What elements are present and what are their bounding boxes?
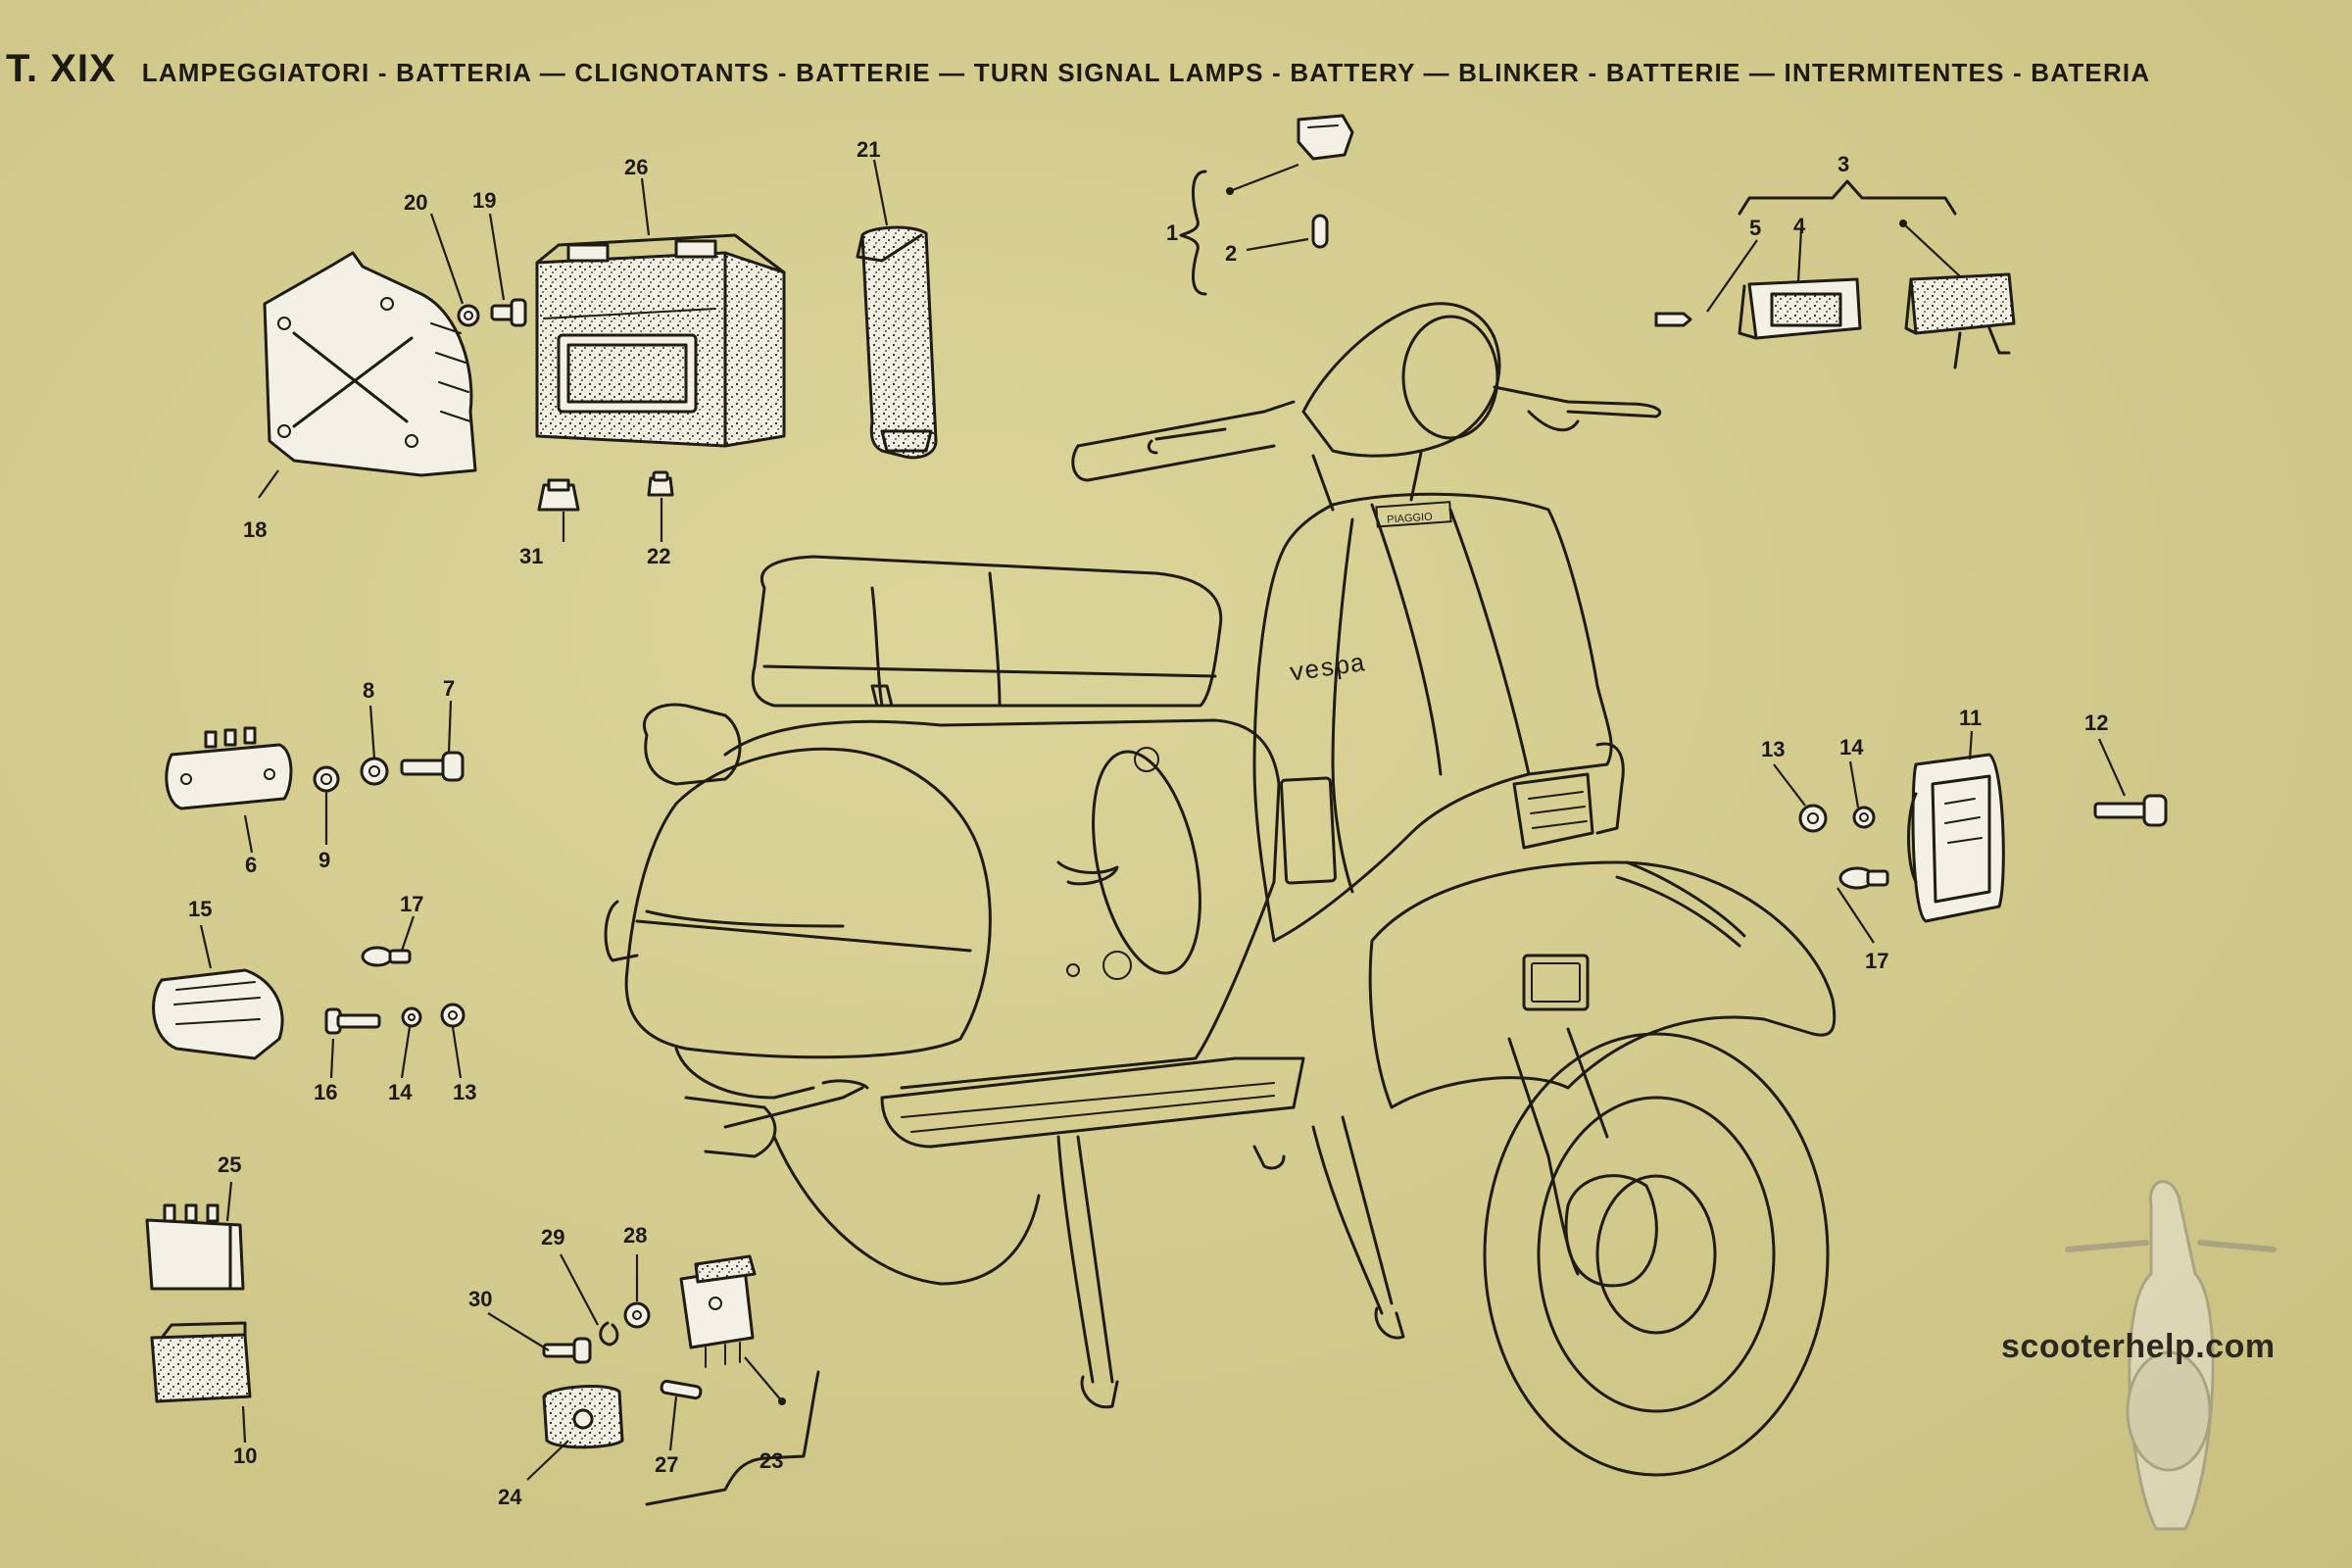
callout-16: 16 — [314, 1080, 337, 1104]
callout-7: 7 — [443, 676, 455, 701]
part-25-regulator — [145, 1203, 245, 1291]
callout-26: 26 — [624, 155, 648, 179]
part-7-bolt — [400, 751, 465, 782]
part-17-bulb — [361, 946, 412, 967]
callout-24: 24 — [498, 1485, 522, 1509]
callout-13: 13 — [453, 1080, 476, 1104]
part-11-rear-right-indicator — [1907, 753, 2005, 923]
part-2-bulb — [1311, 214, 1329, 249]
scooter-illustration: PIAGGIO vespa — [604, 302, 1837, 1477]
part-5-screw — [1654, 312, 1692, 327]
callout-4: 4 — [1793, 214, 1806, 238]
legshield-badge: PIAGGIO — [1387, 511, 1434, 525]
callout-31: 31 — [519, 544, 543, 568]
part-18-battery-cover — [263, 251, 477, 477]
callout-17-right: 17 — [1865, 949, 1888, 973]
callout-3: 3 — [1838, 152, 1849, 176]
part-26-battery — [535, 233, 786, 448]
part-13-nut — [440, 1003, 466, 1028]
part-13b-nut — [1798, 804, 1828, 833]
part-17b-bulb — [1838, 866, 1889, 890]
callout-17: 17 — [400, 892, 423, 916]
watermark-scooter-logo — [2065, 1180, 2277, 1531]
part-1-lamp-socket — [1297, 114, 1354, 161]
part-14b-washer — [1852, 806, 1876, 829]
callout-13-right: 13 — [1761, 737, 1785, 761]
plate-number: T. XIX — [6, 47, 117, 90]
part-8-nut — [360, 757, 389, 786]
part-16-screw — [324, 1007, 381, 1035]
watermark-text: scooterhelp.com — [2001, 1328, 2276, 1365]
callout-30: 30 — [468, 1287, 492, 1311]
part-29-lockwasher — [599, 1321, 619, 1347]
callout-23: 23 — [760, 1448, 783, 1473]
title-bar: T. XIX LAMPEGGIATORI - BATTERIA — CLIGNO… — [6, 47, 2150, 106]
callout-11: 11 — [1959, 706, 1982, 730]
callout-25: 25 — [218, 1152, 241, 1177]
callout-21: 21 — [857, 137, 880, 162]
callout-labels: 18 20 19 26 21 31 22 1 2 3 5 4 6 9 8 7 1… — [188, 137, 2108, 1509]
callout-27: 27 — [655, 1452, 678, 1477]
callout-22: 22 — [647, 544, 670, 568]
part-31-vent-cap — [537, 478, 580, 512]
callout-9: 9 — [318, 848, 330, 872]
callout-15: 15 — [188, 897, 212, 921]
brace-23 — [645, 1370, 820, 1506]
part-19-screw — [490, 298, 527, 327]
callout-29: 29 — [541, 1225, 564, 1250]
part-15-rear-indicator — [152, 968, 284, 1060]
callout-2: 2 — [1225, 241, 1237, 266]
vespa-script: vespa — [1288, 649, 1367, 689]
part-28-washer — [623, 1301, 651, 1329]
brace-1 — [1179, 170, 1207, 296]
callout-18: 18 — [243, 517, 267, 542]
callout-12: 12 — [2084, 710, 2108, 735]
brace-3 — [1738, 179, 1957, 216]
part-14-washer — [401, 1006, 422, 1028]
callout-19: 19 — [472, 188, 496, 213]
part-27-fuse — [660, 1379, 703, 1400]
part-12-screw — [2093, 794, 2168, 827]
leader-lines — [199, 159, 2127, 1481]
part-24-connector-block — [542, 1385, 624, 1449]
callout-28: 28 — [623, 1223, 647, 1248]
part-3-indicator-housing — [1904, 272, 2016, 369]
part-22-plug — [647, 470, 674, 497]
part-10-rubber-sleeve — [150, 1321, 252, 1403]
callout-8: 8 — [363, 678, 374, 703]
callout-14-right: 14 — [1839, 735, 1864, 760]
callout-6: 6 — [245, 853, 257, 877]
callout-14: 14 — [388, 1080, 413, 1104]
plate-title: LAMPEGGIATORI - BATTERIA — CLIGNOTANTS -… — [141, 58, 2151, 87]
callout-1: 1 — [1166, 220, 1178, 245]
callout-5: 5 — [1749, 216, 1761, 240]
part-4-indicator-lens — [1738, 277, 1862, 340]
part-30-screw — [542, 1337, 592, 1364]
callout-10: 10 — [233, 1444, 257, 1468]
part-20-washer — [457, 304, 480, 327]
part-6-flasher-relay — [165, 726, 293, 810]
part-23-switch — [679, 1254, 757, 1368]
callout-20: 20 — [404, 190, 427, 215]
part-9-washer — [313, 765, 340, 793]
part-21-vent-tube — [856, 225, 938, 460]
